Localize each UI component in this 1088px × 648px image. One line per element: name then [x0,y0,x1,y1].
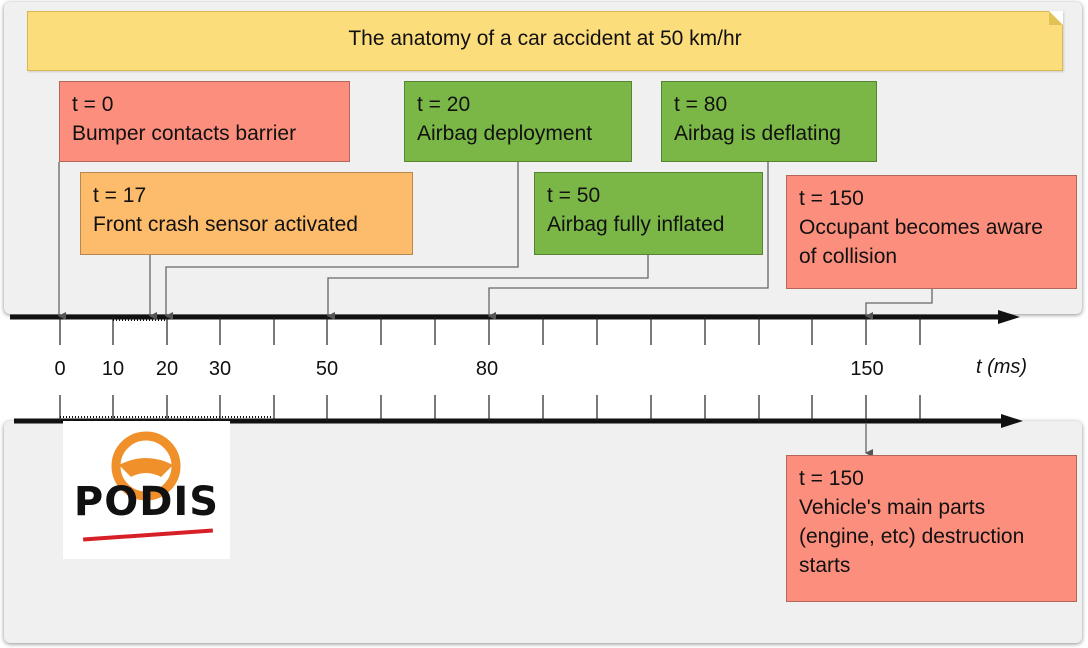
diagram-title: The anatomy of a car accident at 50 km/h… [348,27,742,50]
event-description: Occupant becomes aware of collision [799,216,1043,268]
event-description: Front crash sensor activated [93,213,358,236]
event-t150-vehicle: t = 150 Vehicle's main parts (engine, et… [786,455,1077,602]
tick-label-150: 150 [850,358,884,380]
event-description: Airbag fully inflated [547,213,725,236]
logo-wordmark: PODIS [73,479,220,525]
event-t20: t = 20 Airbag deployment [404,81,632,162]
event-description: Airbag is deflating [674,122,841,145]
page-fold-corner [1049,11,1063,25]
event-time: t = 0 [72,93,114,116]
event-t0: t = 0 Bumper contacts barrier [59,81,350,162]
top-timeline-ticks [59,317,921,345]
tick-label-0: 0 [54,358,66,380]
title-banner: The anatomy of a car accident at 50 km/h… [27,11,1063,71]
event-t17: t = 17 Front crash sensor activated [80,172,413,255]
event-time: t = 150 [799,467,864,490]
event-description: Vehicle's main parts (engine, etc) destr… [799,496,1025,577]
event-t50: t = 50 Airbag fully inflated [534,172,763,255]
tick-label-80: 80 [475,358,499,380]
event-t150-occupant: t = 150 Occupant becomes aware of collis… [786,175,1077,289]
event-time: t = 150 [799,187,864,210]
event-t80: t = 80 Airbag is deflating [661,81,877,162]
bottom-timeline-ticks [59,395,921,421]
event-time: t = 20 [417,93,471,116]
event-time: t = 17 [93,184,147,207]
axis-unit-label: t (ms) [976,356,1028,378]
event-time: t = 50 [547,184,601,207]
tick-label-30: 30 [208,358,232,380]
event-description: Bumper contacts barrier [72,122,297,145]
steering-wheel-icon [83,431,213,542]
tick-label-20: 20 [155,358,179,380]
tick-label-50: 50 [315,358,339,380]
tick-label-10: 10 [101,358,125,380]
podis-logo: PODIS [63,421,230,559]
event-time: t = 80 [674,93,728,116]
event-description: Airbag deployment [417,122,593,145]
